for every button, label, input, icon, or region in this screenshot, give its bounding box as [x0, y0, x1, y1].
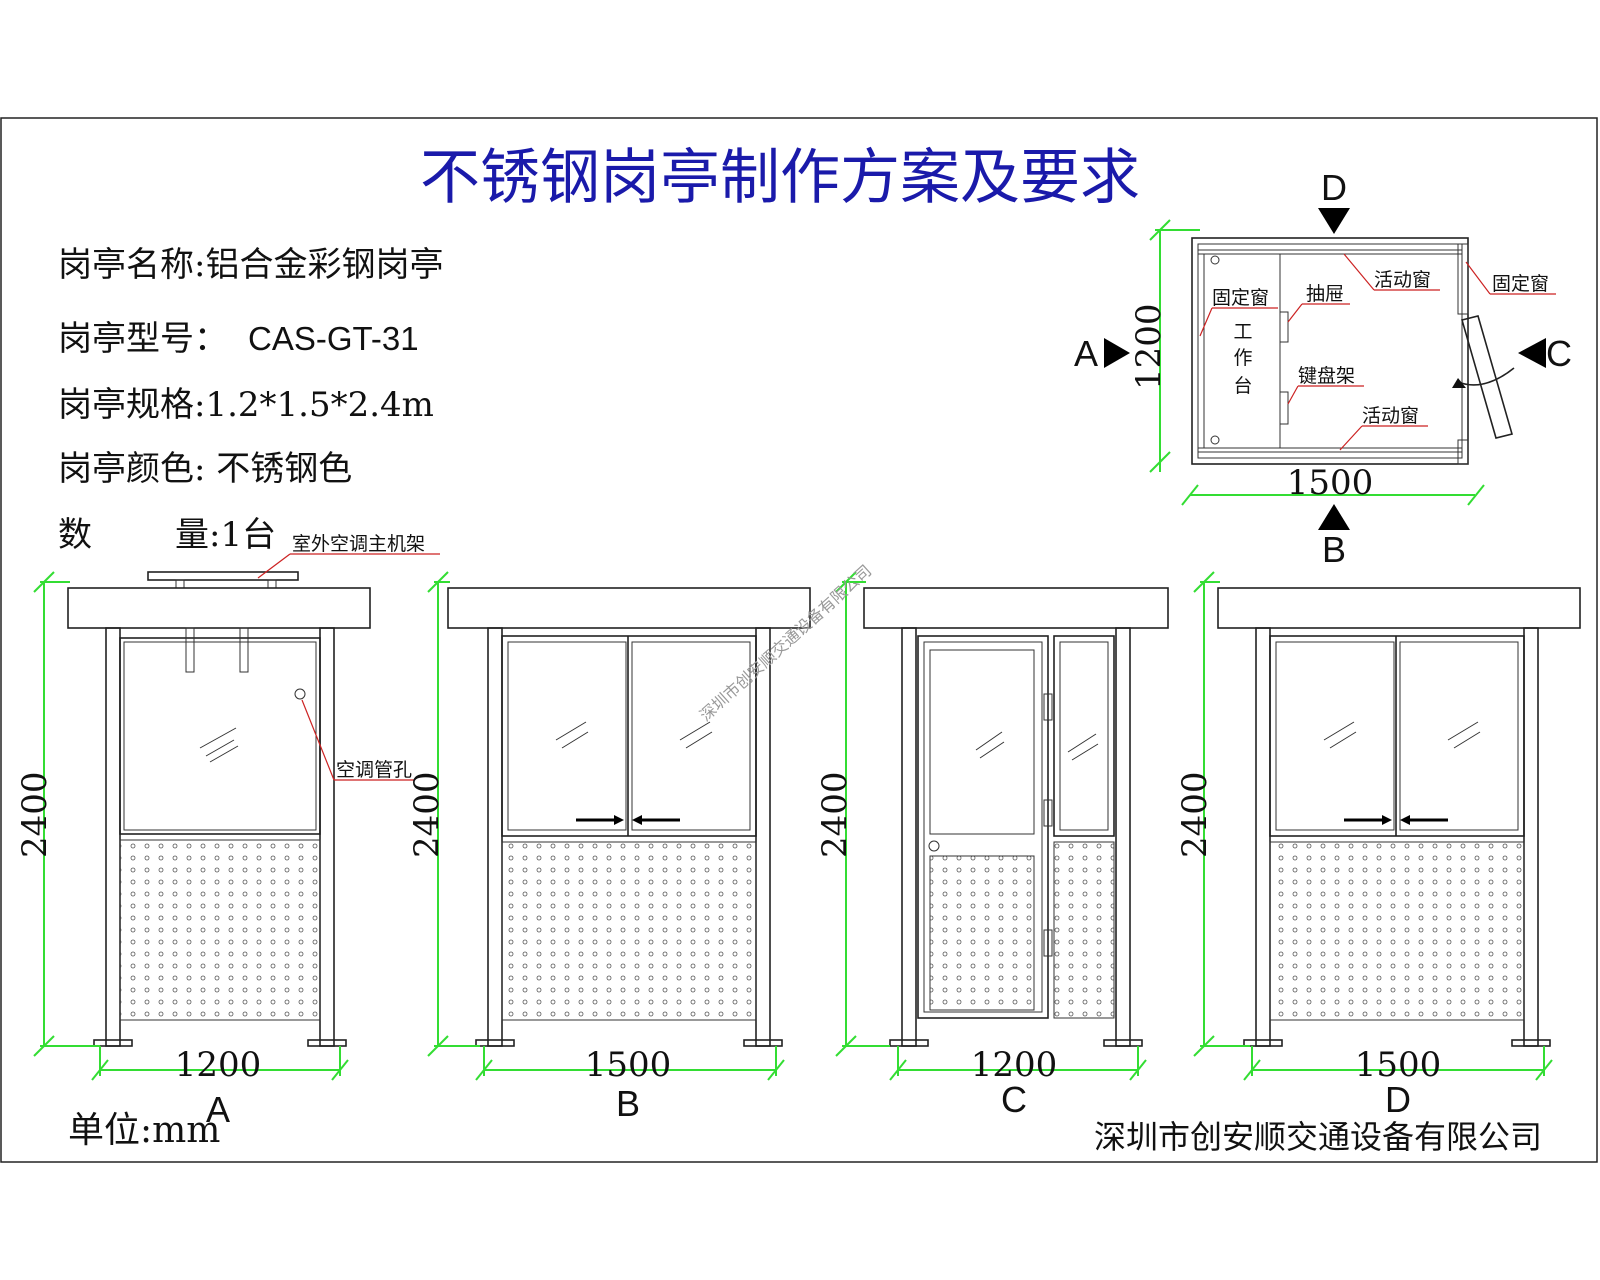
elev-b-height: 2400 [407, 771, 447, 858]
plan-fixed-window-right: 固定窗 [1492, 273, 1549, 295]
company-name: 深圳市创安顺交通设备有限公司 [1094, 1118, 1542, 1156]
elevation-b: 2400 1500 B [407, 571, 811, 1124]
view-a-marker: A [1074, 333, 1098, 374]
elevation-d: 2400 1500 D [1175, 571, 1581, 1120]
elev-a-view: A [206, 1089, 230, 1130]
plan-keyboard: 键盘架 [1298, 365, 1355, 387]
elev-a-width: 1200 [175, 1045, 262, 1085]
spec-model-value: CAS-GT-31 [248, 320, 419, 357]
plan-desk-3: 台 [1233, 375, 1252, 397]
elev-c-height: 2400 [815, 771, 855, 858]
spec-name: 岗亭名称:铝合金彩钢岗亭 [58, 245, 443, 285]
elev-b-width: 1500 [585, 1045, 672, 1085]
plan-fixed-window-left: 固定窗 [1212, 287, 1269, 309]
view-b-arrow [1318, 504, 1350, 530]
ac-hole-label: 空调管孔 [336, 759, 412, 781]
view-d-arrow [1318, 208, 1350, 234]
spec-color: 岗亭颜色: 不锈钢色 [58, 449, 352, 489]
ac-rack-label: 室外空调主机架 [292, 533, 425, 555]
view-a-arrow [1104, 338, 1130, 368]
view-d-marker: D [1321, 167, 1347, 208]
elevation-c: 2400 1200 C [815, 571, 1169, 1120]
spec-size: 岗亭规格:1.2*1.5*2.4m [58, 385, 434, 425]
plan-desk-1: 工 [1233, 321, 1252, 343]
plan-width-label: 1500 [1287, 463, 1374, 503]
view-b-marker: B [1322, 529, 1346, 570]
elev-d-width: 1500 [1355, 1045, 1442, 1085]
sheet-border [0, 117, 1598, 1163]
spec-qty-value: 量:1台 [175, 515, 276, 555]
view-c-arrow [1518, 338, 1546, 368]
elev-c-view: C [1001, 1079, 1027, 1120]
plan-drawer: 抽屉 [1306, 283, 1344, 305]
elev-d-height: 2400 [1175, 771, 1215, 858]
view-c-marker: C [1546, 333, 1572, 374]
elev-c-width: 1200 [971, 1045, 1058, 1085]
plan-depth-label: 1200 [1129, 303, 1169, 390]
elev-d-view: D [1385, 1079, 1411, 1120]
elev-a-height: 2400 [15, 771, 55, 858]
elev-b-view: B [616, 1083, 640, 1124]
unit-note: 单位:mm [68, 1110, 220, 1151]
watermark-text: 深圳市创安顺交通设备有限公司 [696, 561, 875, 725]
plan-sliding-top: 活动窗 [1374, 269, 1431, 291]
spec-model-label: 岗亭型号： [58, 319, 228, 359]
plan-desk-2: 作 [1233, 347, 1252, 369]
page-title: 不锈钢岗亭制作方案及要求 [420, 143, 1140, 213]
elevation-a: 2400 1200 A 室外空调主机架 空调管孔 [15, 533, 440, 1130]
plan-view: 1200 1500 D A B C 固定窗 抽屉 活动窗 固定窗 键盘架 活动窗… [1074, 167, 1572, 570]
spec-qty-label: 数 [58, 515, 92, 555]
plan-sliding-bottom: 活动窗 [1362, 405, 1419, 427]
